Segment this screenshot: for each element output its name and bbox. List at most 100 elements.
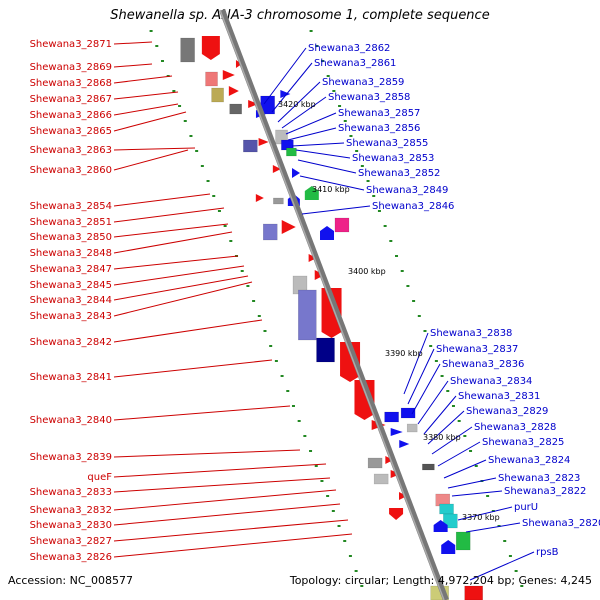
reverse-gene-label: Shewana3_2831 [458, 391, 540, 402]
tick-dot [195, 150, 199, 152]
gene-feature [222, 70, 235, 80]
gene-feature [258, 138, 269, 146]
tick-dot [252, 300, 256, 302]
scale-tick-label: 3400 kbp [348, 267, 386, 276]
tick-dot [412, 300, 416, 302]
gene-feature [373, 473, 389, 485]
label-leader-line [113, 265, 245, 286]
tick-dot [434, 360, 438, 362]
label-leader-line [113, 281, 253, 317]
gene-feature [320, 226, 335, 240]
gene-feature [390, 428, 403, 436]
gene-feature [455, 531, 471, 551]
forward-gene-label: Shewana3_2840 [30, 415, 112, 426]
label-leader-line [443, 459, 487, 479]
label-leader-line [437, 441, 481, 467]
label-leader-line [113, 149, 189, 171]
forward-gene-label: Shewana3_2848 [30, 248, 112, 259]
reverse-gene-label: Shewana3_2859 [322, 77, 404, 88]
label-leader-line [113, 111, 187, 132]
gene-feature [406, 423, 418, 433]
label-leader-line [113, 275, 249, 301]
tick-dot [338, 105, 342, 107]
label-leader-line [465, 522, 521, 533]
tick-dot [332, 90, 336, 92]
label-leader-line [113, 103, 179, 116]
tick-dot [520, 585, 524, 587]
label-leader-line [277, 81, 321, 123]
tick-dot [178, 105, 182, 107]
label-leader-line [113, 255, 239, 270]
gene-feature [228, 86, 239, 96]
tick-dot [314, 465, 318, 467]
forward-gene-label: Shewana3_2869 [30, 62, 112, 73]
tick-dot [326, 75, 330, 77]
forward-gene-label: Shewana3_2863 [30, 145, 112, 156]
tick-dot [269, 345, 273, 347]
label-leader-line [431, 426, 473, 455]
tick-dot [440, 375, 444, 377]
gene-feature [272, 165, 281, 173]
gene-feature [400, 407, 416, 419]
reverse-gene-label: Shewana3_2825 [482, 437, 564, 448]
label-leader-line [287, 127, 337, 141]
label-leader-line [417, 380, 449, 425]
gene-feature [205, 71, 218, 87]
label-leader-line [113, 207, 225, 223]
label-leader-line [113, 519, 349, 542]
tick-dot [212, 195, 216, 197]
tick-dot [406, 285, 410, 287]
gene-feature [308, 254, 317, 262]
label-leaders-layer [113, 41, 535, 581]
map-title: Shewanella sp. ANA-3 chromosome 1, compl… [110, 8, 490, 23]
gene-feature [243, 139, 258, 153]
label-leader-line [403, 332, 429, 395]
gene-feature [398, 492, 407, 500]
tick-dot [172, 90, 176, 92]
tick-dot [383, 225, 387, 227]
label-leader-line [423, 395, 457, 435]
gene-feature [304, 186, 319, 200]
tick-dot [423, 330, 427, 332]
gene-feature [262, 223, 278, 241]
forward-gene-label: Shewana3_2867 [30, 94, 112, 105]
tick-dot [349, 135, 353, 137]
tick-dot [200, 165, 204, 167]
label-leader-line [113, 147, 196, 151]
tick-dot [286, 390, 290, 392]
forward-gene-label: Shewana3_2860 [30, 165, 112, 176]
label-leader-line [281, 96, 327, 129]
reverse-gene-label: Shewana3_2838 [430, 328, 512, 339]
tick-dot [309, 30, 313, 32]
label-leader-line [411, 363, 441, 415]
label-leader-line [297, 159, 357, 174]
label-leader-line [285, 112, 337, 135]
tick-dot [366, 180, 370, 182]
gene-feature [321, 288, 342, 338]
reverse-gene-label: Shewana3_2823 [498, 473, 580, 484]
reverse-gene-label: Shewana3_2836 [442, 359, 524, 370]
forward-gene-label: Shewana3_2841 [30, 372, 112, 383]
label-leader-line [113, 319, 263, 343]
tick-dot [469, 450, 473, 452]
forward-gene-label: Shewana3_2842 [30, 337, 112, 348]
gene-feature [255, 194, 264, 202]
gene-feature [180, 37, 195, 63]
accession-text: Accession: NC_008577 [8, 574, 134, 587]
reverse-gene-label: Shewana3_2857 [338, 108, 420, 119]
forward-gene-label: Shewana3_2868 [30, 78, 112, 89]
tick-dot [360, 585, 364, 587]
gene-feature [273, 197, 284, 205]
forward-gene-label: Shewana3_2850 [30, 232, 112, 243]
label-leader-line [113, 231, 233, 254]
label-leader-line [295, 149, 351, 159]
forward-gene-label: Shewana3_2865 [30, 126, 112, 137]
label-leader-line [271, 62, 313, 113]
tick-dot [417, 315, 421, 317]
gene-feature [384, 411, 399, 423]
scale-tick-label: 3370 kbp [462, 513, 500, 522]
gene-feature [441, 540, 456, 554]
label-leader-line [427, 410, 465, 445]
scale-tick-label: 3380 kbp [423, 433, 461, 442]
